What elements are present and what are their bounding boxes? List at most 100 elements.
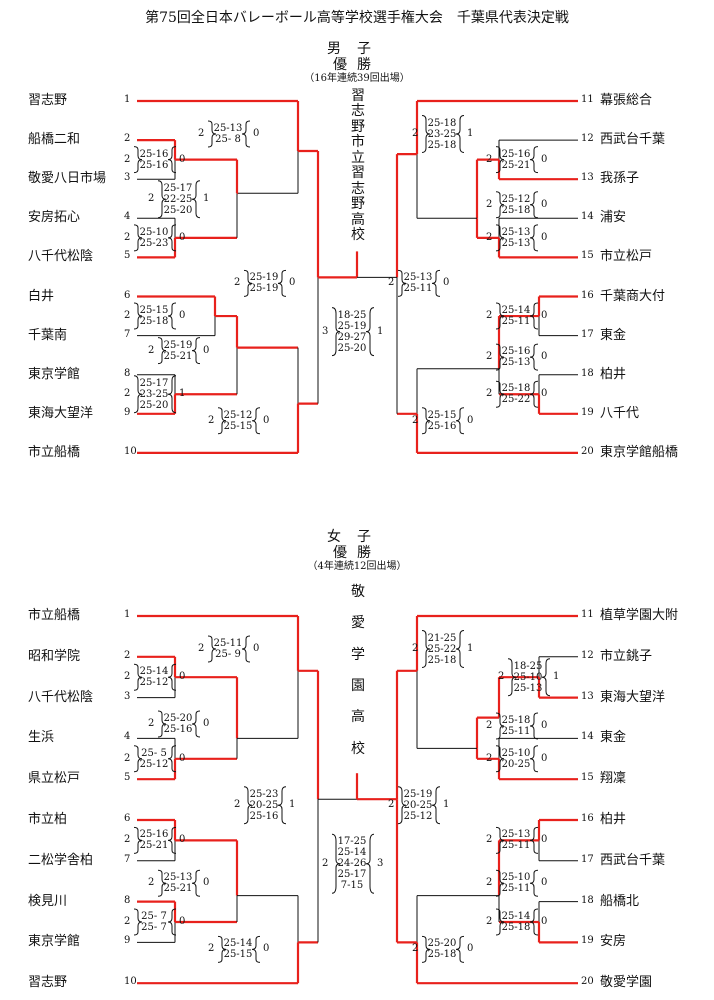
set-wins-right-r-r1f: 0 — [541, 916, 548, 927]
set-wins-left-l-semi: 2 — [234, 799, 241, 811]
set-wins-right-l-r2b: 0 — [263, 414, 270, 426]
score-brace-open — [495, 826, 505, 854]
set-scores-final: 17-25 25-14 24-26 25-17 7-15 — [337, 836, 367, 892]
team-name-right: 市立松戸 — [600, 249, 653, 265]
team-name-left: 市立船橋 — [28, 608, 81, 623]
team-name-left: 県立松戸 — [28, 771, 81, 787]
team-name-left: 千葉南 — [28, 327, 68, 343]
score-brace-close — [167, 224, 177, 252]
score-brace-close — [167, 302, 177, 330]
team-name-left: 東京学館 — [28, 366, 81, 382]
set-wins-right-r-r2b: 0 — [467, 414, 474, 426]
score-brace-close — [529, 712, 539, 740]
team-name-left: 八千代松陰 — [28, 689, 94, 705]
set-wins-left-final: 3 — [322, 325, 329, 337]
set-wins-left-l-r1f: 2 — [124, 916, 131, 927]
score-brace-open — [243, 786, 253, 825]
result-label: 優勝 — [333, 545, 381, 561]
set-scores-l-semi: 25-19 25-19 — [249, 272, 279, 295]
set-wins-left-l-r1d: 2 — [124, 834, 131, 846]
score-brace-open — [331, 833, 341, 894]
score-brace-open — [217, 407, 227, 435]
set-scores-r-r2: 21-25 25-22 25-18 — [427, 632, 457, 666]
team-number-right: 13 — [581, 172, 594, 184]
set-scores-r-r1b: 25-12 25-18 — [501, 193, 531, 216]
score-brace-open — [495, 908, 505, 936]
set-wins-right-r-r1c: 0 — [541, 231, 548, 243]
set-wins-right-l-r1c: 0 — [179, 231, 186, 243]
set-wins-right-l-r1f: 1 — [179, 388, 186, 400]
score-brace-close — [431, 786, 441, 825]
score-brace-open — [495, 191, 505, 219]
score-brace-close — [455, 115, 465, 153]
team-number-left: 9 — [124, 406, 131, 418]
team-name-left: 検見川 — [28, 893, 68, 909]
set-scores-l-r1b: 25-17 22-25 25-20 — [163, 182, 193, 216]
score-brace-open — [207, 120, 217, 148]
set-wins-right-r-semi: 0 — [443, 277, 450, 289]
team-name-left: 白井 — [28, 288, 55, 304]
set-wins-left-l-r1c: 2 — [124, 752, 131, 764]
set-scores-r-r2: 25-18 23-25 25-18 — [427, 117, 457, 151]
team-name-left: 習志野 — [28, 975, 68, 991]
set-wins-right-r-r2: 1 — [467, 643, 474, 654]
set-scores-l-r2: 25-11 25- 9 — [213, 638, 243, 660]
score-brace-open — [495, 146, 505, 174]
score-brace-open — [421, 630, 431, 668]
team-name-right: 幕張総合 — [600, 93, 653, 108]
set-wins-left-l-r2b: 2 — [208, 943, 215, 955]
team-number-left: 1 — [124, 94, 131, 105]
score-brace-close — [191, 869, 201, 897]
team-name-left: 二松学舎柏 — [28, 852, 94, 868]
team-name-right: 東京学館船橋 — [600, 444, 679, 460]
set-wins-left-r-r1d: 2 — [486, 310, 493, 322]
set-scores-r-r1d: 25-13 25-11 — [501, 829, 531, 852]
set-wins-left-r-r1c: 2 — [486, 752, 493, 764]
set-wins-right-r-r2b: 0 — [467, 943, 474, 955]
score-brace-open — [495, 745, 505, 773]
appearance-note: （4年連続12回出場） — [307, 561, 407, 572]
set-scores-r-r1e: 25-16 25-13 — [501, 346, 531, 369]
score-brace-close — [251, 935, 261, 963]
set-wins-right-l-semi: 0 — [289, 277, 296, 289]
set-wins-left-r-r1b: 2 — [486, 198, 493, 210]
score-brace-open — [507, 658, 517, 697]
set-scores-l-r1d: 25-15 25-18 — [139, 305, 169, 328]
score-brace-close — [167, 826, 177, 854]
set-scores-l-r2b: 25-12 25-15 — [223, 409, 253, 432]
score-brace-close — [191, 710, 201, 738]
team-name-right: 翔凜 — [600, 771, 627, 787]
score-brace-open — [495, 343, 505, 371]
score-brace-open — [217, 935, 227, 963]
team-number-left: 5 — [124, 250, 131, 262]
score-brace-close — [431, 269, 441, 297]
score-brace-close — [529, 869, 539, 897]
score-brace-open — [157, 710, 167, 738]
score-brace-open — [421, 407, 431, 435]
set-wins-right-r-r1b: 0 — [541, 720, 548, 731]
set-scores-r-semi: 25-13 25-11 — [403, 272, 433, 295]
score-brace-close — [529, 302, 539, 330]
team-name-right: 西武台千葉 — [600, 852, 666, 868]
team-name-right: 植草学園大附 — [600, 608, 679, 623]
score-brace-open — [331, 307, 341, 357]
team-name-left: 東海大望洋 — [28, 405, 94, 421]
set-scores-r-semi: 25-19 20-25 25-12 — [403, 788, 433, 822]
section-heading: 女子 — [327, 529, 387, 545]
team-name-right: 安房 — [600, 934, 627, 950]
set-scores-r-r1f: 25-18 25-22 — [501, 383, 531, 406]
set-wins-left-r-r1f: 2 — [486, 916, 493, 927]
score-brace-close — [529, 224, 539, 252]
score-brace-open — [397, 786, 407, 825]
score-brace-open — [495, 302, 505, 330]
score-brace-close — [529, 745, 539, 773]
team-number-left: 9 — [124, 935, 131, 947]
score-brace-open — [495, 869, 505, 897]
set-wins-left-r-r1d: 2 — [486, 834, 493, 846]
appearance-note: （16年連続39回出場） — [304, 73, 410, 84]
score-brace-open — [133, 302, 143, 330]
set-wins-left-l-r2: 2 — [198, 128, 205, 139]
team-name-left: 安房拓心 — [28, 210, 81, 226]
set-wins-right-r-r1d: 0 — [541, 834, 548, 846]
